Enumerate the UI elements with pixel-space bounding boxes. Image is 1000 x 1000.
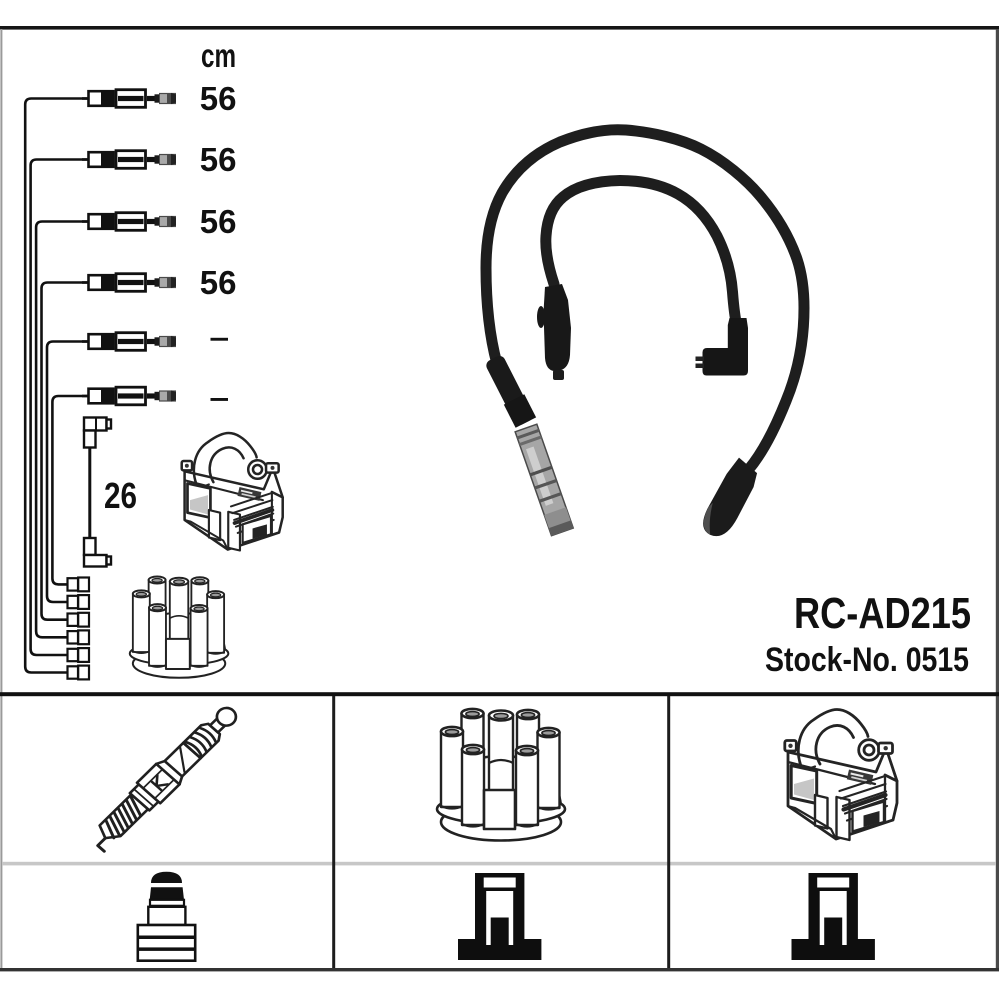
svg-text:cm: cm	[201, 37, 236, 74]
svg-text:RC-AD215: RC-AD215	[794, 589, 971, 638]
svg-text:56: 56	[200, 203, 237, 240]
svg-text:56: 56	[200, 264, 237, 301]
svg-text:56: 56	[200, 141, 237, 178]
svg-text:Stock-No. 0515: Stock-No. 0515	[765, 641, 969, 679]
svg-text:26: 26	[104, 475, 137, 516]
svg-text:56: 56	[200, 80, 237, 117]
